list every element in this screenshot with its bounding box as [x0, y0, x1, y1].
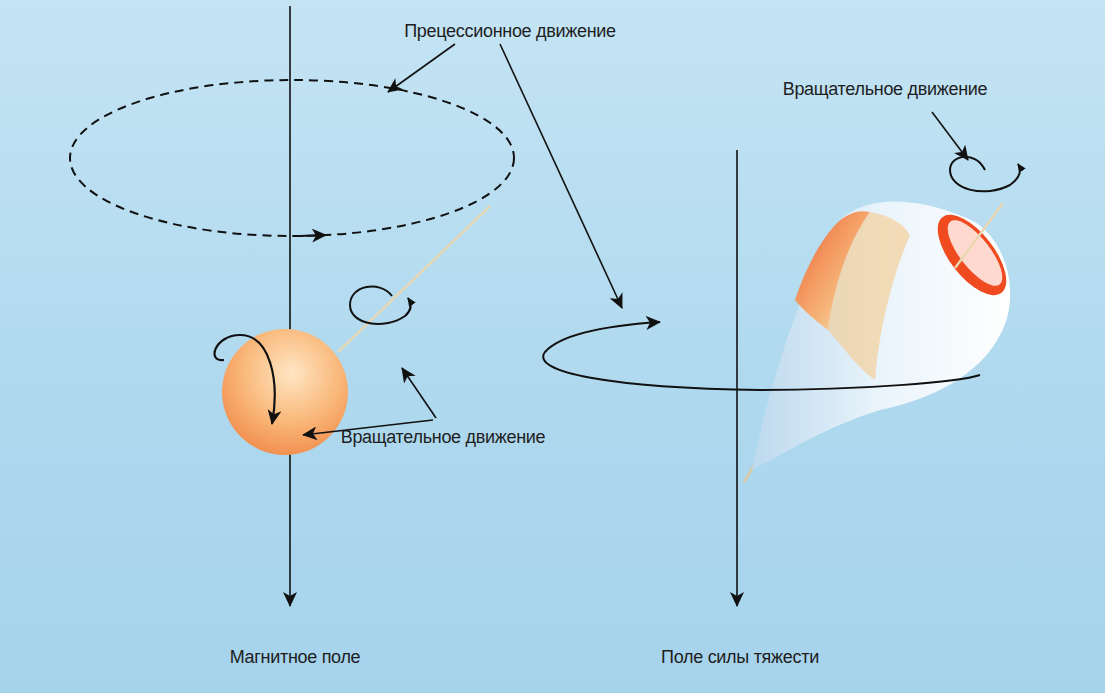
- field-label: Магнитное поле: [230, 647, 361, 669]
- field-label: Поле силы тяжести: [661, 647, 819, 669]
- rotation-label: Вращательное движение: [783, 79, 988, 101]
- rotation-label: Вращательное движение: [341, 427, 546, 449]
- precession-label: Прецессионное движение: [404, 21, 616, 43]
